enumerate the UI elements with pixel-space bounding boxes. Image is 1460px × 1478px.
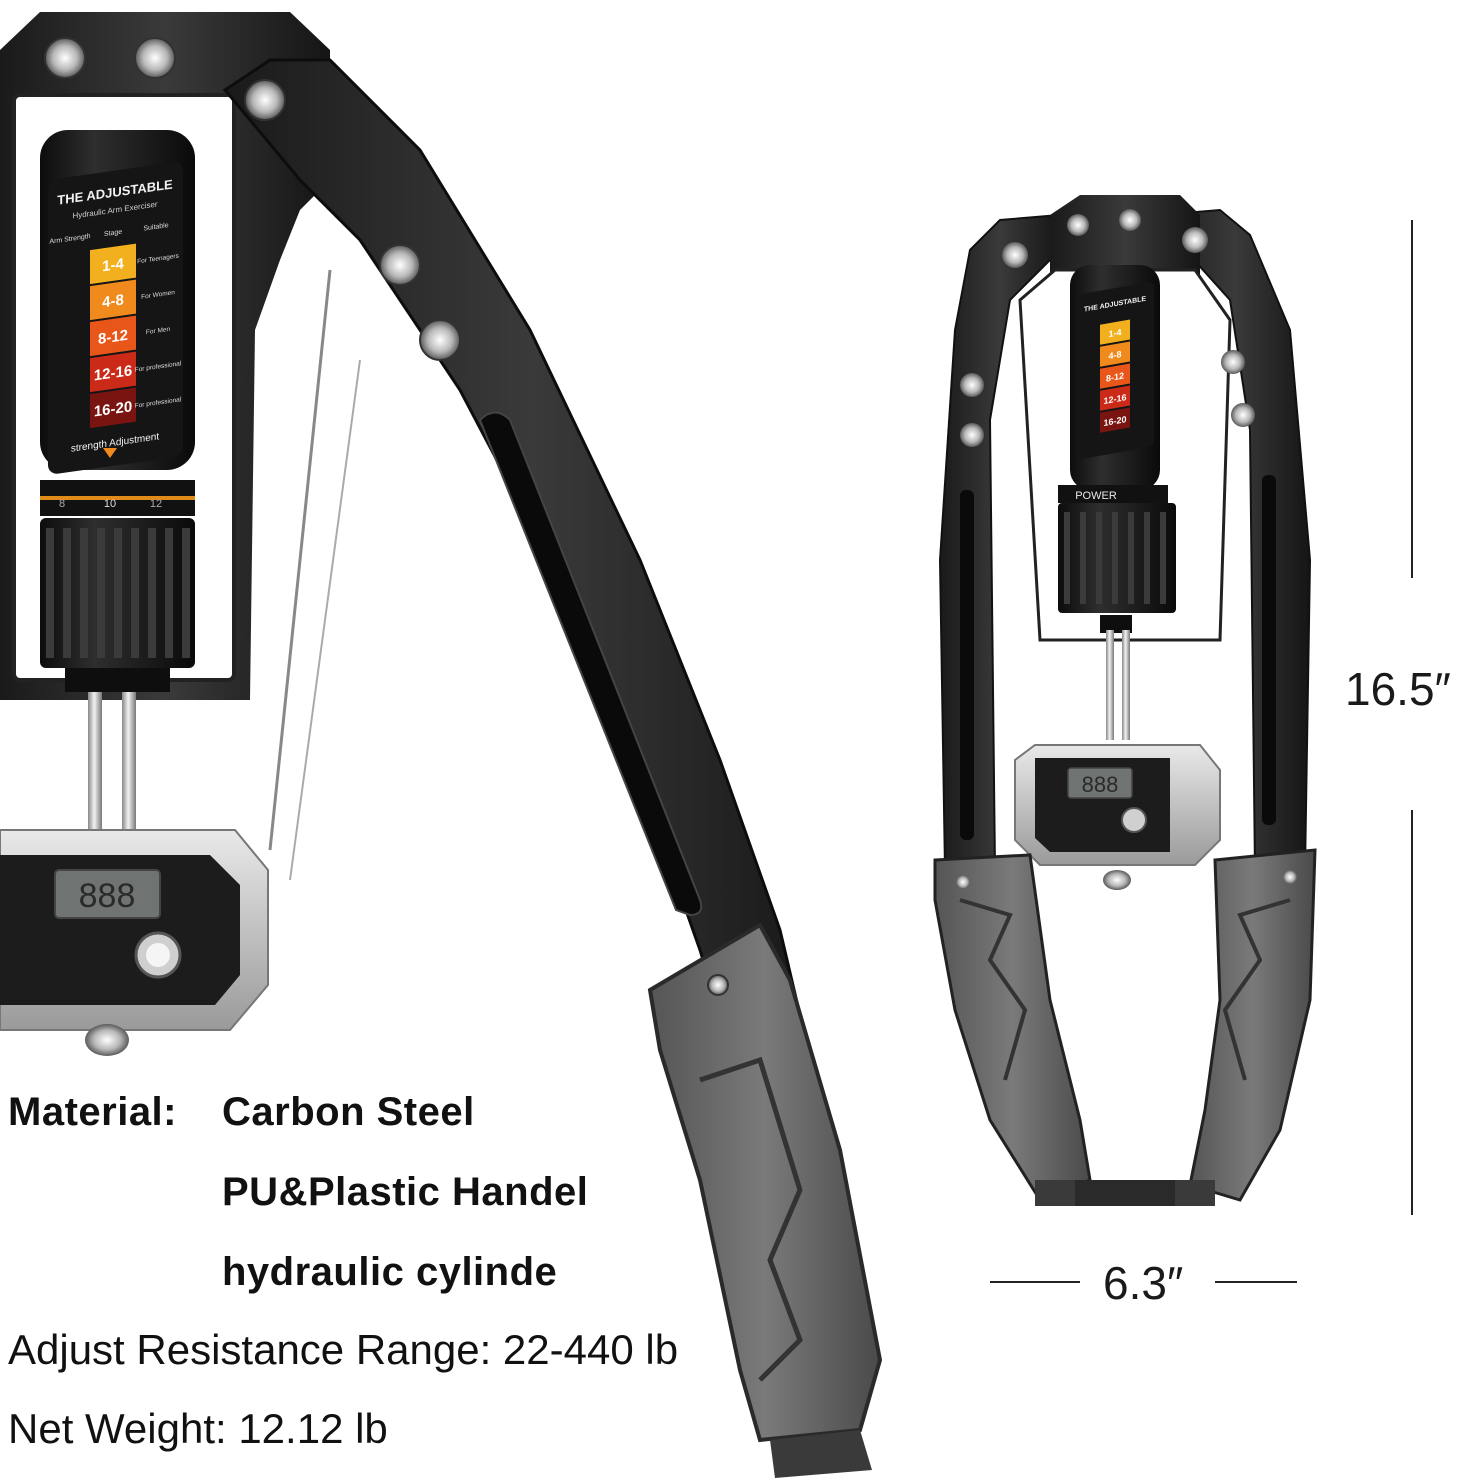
knob-ridges [46, 528, 190, 658]
closeup-device: THE ADJUSTABLE Hydraulic Arm Exerciser A… [0, 12, 883, 1478]
stage-range: 8-12 [98, 327, 128, 348]
small-stage-range: 16-20 [1104, 414, 1127, 428]
bolt-icon [244, 79, 286, 121]
knob-ridge [182, 528, 190, 658]
small-stage-range: 1-4 [1109, 327, 1122, 339]
dial-number: 12 [150, 498, 162, 510]
bolt-icon [956, 875, 970, 889]
bolt-icon [707, 974, 729, 996]
material-value-2: PU&Plastic Handel [222, 1170, 589, 1214]
stage-range: 4-8 [102, 291, 124, 311]
small-counter-display: 888 [1082, 772, 1119, 797]
resistance-range: Adjust Resistance Range: 22-440 lb [8, 1326, 679, 1373]
small-stage-color-block [1100, 363, 1130, 389]
small-stage-rows: 1-4 4-8 8-12 12-16 16-20 [1100, 319, 1130, 433]
bolt-icon [1231, 403, 1255, 427]
small-knob-ridge [1064, 512, 1070, 604]
counter-display: 888 [79, 877, 136, 915]
label-col-stage: Stage [104, 229, 122, 239]
knob-ridge [165, 528, 173, 658]
material-value-1: Carbon Steel [222, 1090, 475, 1134]
bolt-icon [960, 423, 984, 447]
knob-ridge [80, 528, 88, 658]
bolt-icon [1182, 227, 1208, 253]
small-knob-ridge [1128, 512, 1134, 604]
small-stage-color-block [1100, 407, 1130, 433]
small-stage-range: 12-16 [1104, 392, 1127, 406]
down-arrow-icon [103, 448, 117, 458]
stage-color-block [90, 315, 136, 357]
small-stage-range: 8-12 [1106, 371, 1124, 384]
stage-range: 1-4 [102, 255, 124, 275]
knob-ridge [131, 528, 139, 658]
small-knob-ridge [1096, 512, 1102, 604]
stage-color-block [90, 387, 136, 429]
bolt-icon [1283, 870, 1297, 884]
stage-color-block [90, 279, 136, 321]
bolt-icon [379, 244, 421, 286]
small-stage-color-block [1100, 319, 1130, 345]
stage-range: 16-20 [94, 398, 132, 420]
bolt-icon [1067, 214, 1089, 236]
dial-number: 8 [59, 498, 65, 510]
bolt-icon [44, 37, 86, 79]
bolt-icon [960, 373, 984, 397]
small-knob-ridge [1144, 512, 1150, 604]
power-label: POWER [1075, 490, 1117, 502]
knob-ridge [148, 528, 156, 658]
dial-number: 10 [104, 498, 116, 510]
stage-color-block [90, 243, 136, 285]
knob-ridge [63, 528, 71, 658]
stage-range: 12-16 [94, 362, 132, 384]
stage-color-block [90, 351, 136, 393]
small-knob-ridge [1112, 512, 1118, 604]
knob-ridge [46, 528, 54, 658]
bolt-icon [1002, 242, 1028, 268]
height-dimension-label: 16.5″ [1345, 663, 1451, 715]
small-stage-color-block [1100, 385, 1130, 411]
bolt-icon [1119, 209, 1141, 231]
label-col-suitable: Suitable [143, 222, 168, 233]
material-label: Material: [8, 1090, 177, 1134]
knob-ridge [97, 528, 105, 658]
net-weight: Net Weight: 12.12 lb [8, 1405, 388, 1452]
stage-suitable: For Women [141, 289, 175, 301]
small-stage-range: 4-8 [1109, 349, 1122, 361]
small-stage-color-block [1100, 341, 1130, 367]
bolt-icon [419, 319, 461, 361]
knob-ridge [114, 528, 122, 658]
width-dimension-label: 6.3″ [1103, 1257, 1184, 1309]
small-knob-ridge [1160, 512, 1166, 604]
bolt-icon [1221, 350, 1245, 374]
material-value-3: hydraulic cylinde [222, 1250, 558, 1294]
stage-suitable: For Men [146, 326, 171, 336]
small-knob-ridge [1080, 512, 1086, 604]
bolt-icon [134, 37, 176, 79]
small-knob-ridges [1064, 512, 1166, 604]
